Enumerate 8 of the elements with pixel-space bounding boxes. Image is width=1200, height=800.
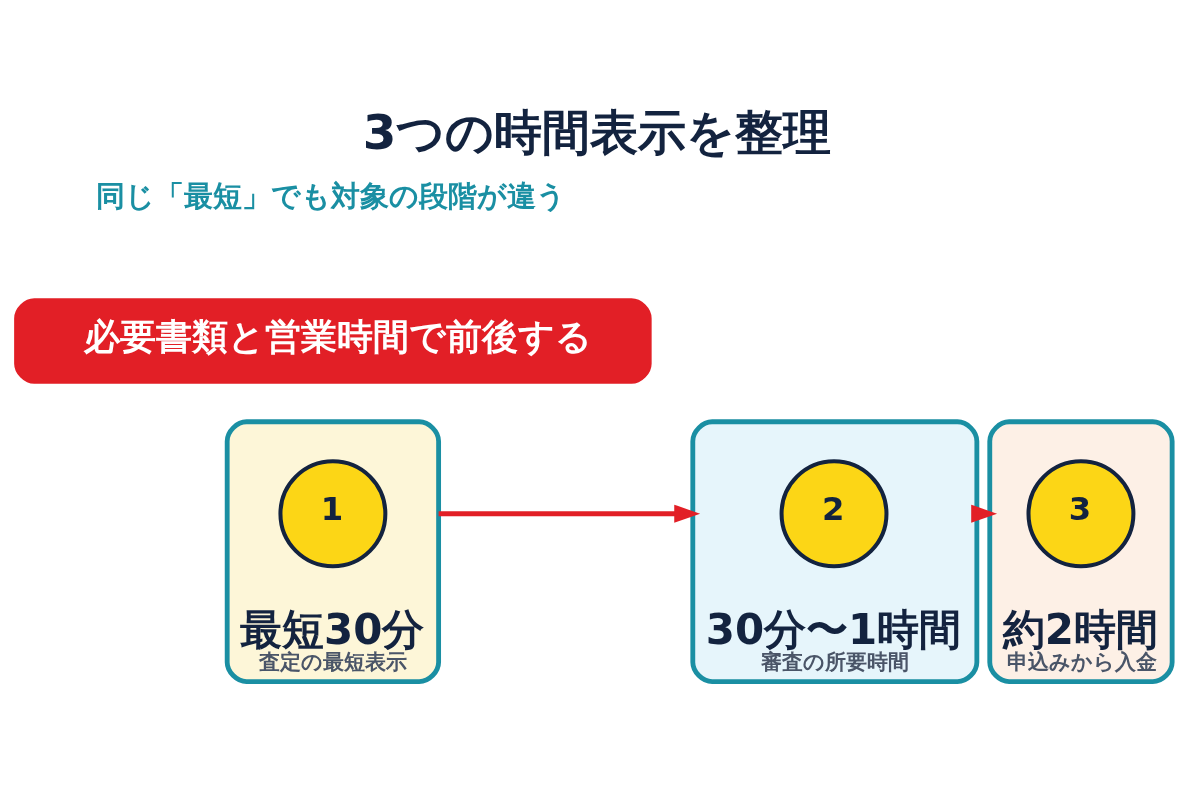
node-circle: 3 (1026, 459, 1136, 569)
node-circle: 2 (779, 459, 889, 569)
diagram-title: 3つの時間表示を整理 (362, 104, 832, 161)
node-box: 必要書類と営業時間で前後する (14, 298, 652, 384)
label: 同じ「最短」でも対象の段階が違う (96, 179, 567, 214)
node-circle: 1 (278, 459, 388, 569)
arrow (971, 504, 998, 523)
arrow (438, 504, 701, 523)
